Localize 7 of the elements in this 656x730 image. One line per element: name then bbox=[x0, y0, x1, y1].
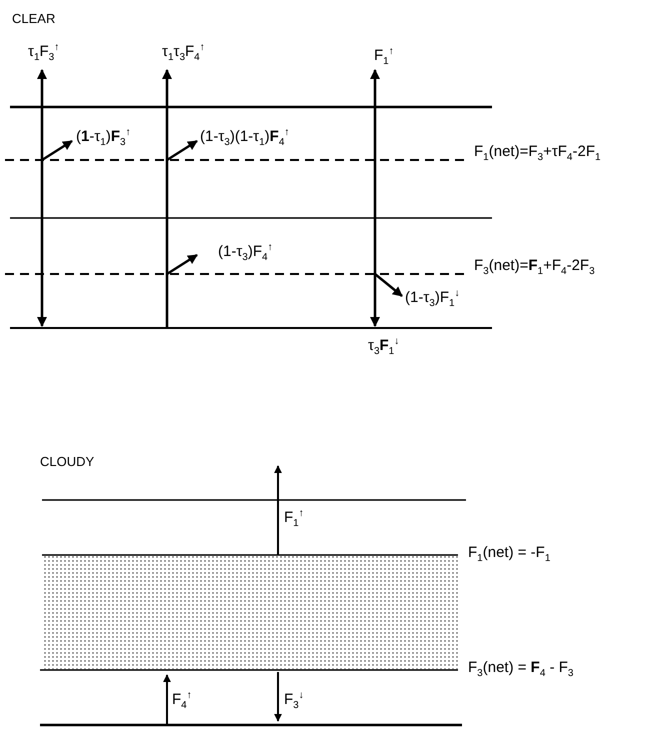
panel-heading: CLEAR bbox=[12, 12, 56, 26]
equation-label: F$_{3}$(net)=F$_{1}$+F$_{4}$-2F$_{3}$ bbox=[474, 258, 595, 277]
panel-heading: CLOUDY bbox=[40, 455, 94, 470]
equation-label: F$_{1}$(net)=F$_{3}$+τF$_{4}$-2F$_{1}$ bbox=[474, 144, 601, 163]
equation-label: F$_{1}$(net) = -F$_{1}$ bbox=[468, 545, 550, 564]
cloud-layer bbox=[42, 556, 458, 669]
equation-label: F$_{3}$(net) = F$_{4}$ - F$_{3}$ bbox=[468, 660, 574, 679]
